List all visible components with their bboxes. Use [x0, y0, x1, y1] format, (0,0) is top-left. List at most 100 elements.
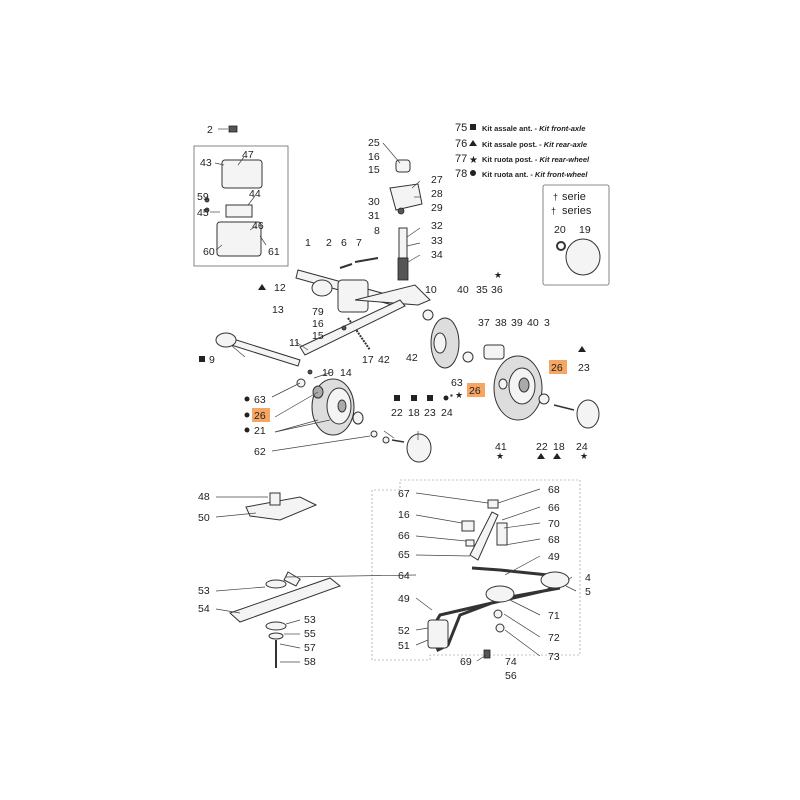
legend-text-76: Kit assale post. - Kit rear-axle [482, 140, 587, 149]
hubcap-icon [565, 238, 601, 276]
part-label: 21 [254, 425, 266, 437]
part-label: 72 [548, 632, 560, 644]
star-symbol-icon: ★ [580, 451, 588, 461]
series-part-20: 20 [554, 224, 566, 236]
dot-symbol-icon [470, 170, 476, 176]
part-label: 36 [491, 284, 503, 296]
part-labels: 2 47 43 59 45 44 46 60 61 25 16 15 27 28… [197, 124, 591, 682]
dot-symbol-icon [244, 412, 250, 418]
series-box: † serie † series 20 19 [542, 184, 610, 286]
svg-text:†: † [551, 206, 556, 216]
part-label: 29 [431, 202, 443, 214]
star-symbol-icon: ★ [496, 451, 504, 461]
part-label: 71 [548, 610, 560, 622]
part-label: 17 [362, 354, 374, 366]
part-label: 52 [398, 625, 410, 637]
legend-num-78: 78 [455, 168, 467, 180]
square-symbol-icon [394, 395, 400, 401]
part-label: 25 [368, 137, 380, 149]
part-label: 10 [322, 367, 334, 379]
part-label: 61 [268, 246, 280, 258]
part-label: 57 [304, 642, 316, 654]
part-label: 44 [249, 188, 261, 200]
part-label: 12 [274, 282, 286, 294]
part-label: 26 [254, 410, 266, 422]
part-label: 40 [527, 317, 539, 329]
part-label: 32 [431, 220, 443, 232]
part-label: 53 [304, 614, 316, 626]
part-label: 35 [476, 284, 488, 296]
part-label: 43 [200, 157, 212, 169]
part-label: 53 [198, 585, 210, 597]
washer-icon [556, 241, 566, 251]
part-label: 64 [398, 570, 410, 582]
part-label: 26 [469, 385, 481, 397]
part-label: 65 [398, 549, 410, 561]
part-label: 11 [289, 337, 300, 349]
part-label: 58 [304, 656, 316, 668]
part-label: 6 [341, 237, 347, 249]
part-label: 4 [585, 572, 591, 584]
square-symbol-icon [470, 124, 476, 130]
part-label: 30 [368, 196, 380, 208]
part-label: 1 [305, 237, 311, 249]
part-label: 55 [304, 628, 316, 640]
part-label: 66 [398, 530, 410, 542]
part-label: 56 [505, 670, 517, 682]
part-label: 24 [441, 407, 453, 419]
part-label: 18 [408, 407, 420, 419]
dot-symbol-icon [244, 427, 250, 433]
part-label: 49 [548, 551, 560, 563]
part-label: 24 [576, 441, 588, 453]
svg-text:▪: ▪ [450, 391, 453, 400]
star-symbol-icon: ★ [455, 390, 463, 400]
part-label: 50 [198, 512, 210, 524]
part-label: 62 [254, 446, 266, 458]
highlight-26-rightB [467, 383, 485, 397]
part-label: 68 [548, 534, 560, 546]
series-line-2: series [562, 205, 592, 217]
part-label: 15 [312, 330, 324, 342]
part-label: 28 [431, 188, 443, 200]
part-label: 13 [272, 304, 284, 316]
legend-num-77: 77 [455, 153, 467, 165]
part-label: 67 [398, 488, 410, 500]
engine-subassembly [193, 145, 289, 267]
svg-text:†: † [553, 192, 558, 202]
part-label: 45 [197, 207, 209, 219]
part-label: 42 [378, 354, 390, 366]
part-label: 8 [374, 225, 380, 237]
part-label: 14 [340, 367, 352, 379]
part-label: 70 [548, 518, 560, 530]
screw-2-top [218, 125, 238, 133]
part-label: 26 [551, 362, 563, 374]
part-label: 49 [398, 593, 410, 605]
rear-wheel-right [422, 309, 600, 429]
part-label: 63 [254, 394, 266, 406]
highlight-26-left [252, 408, 270, 422]
triangle-symbol-icon [469, 140, 477, 146]
legend-text-78: Kit ruota ant. - Kit front-wheel [482, 170, 588, 179]
series-part-19: 19 [579, 224, 591, 236]
part-label: 22 [536, 441, 548, 453]
part-label: 9 [209, 354, 215, 366]
front-wheel-leaders [231, 341, 419, 452]
height-adjust-assembly [382, 142, 423, 281]
kit-symbols: ★ ★ ★ ★ [199, 270, 588, 461]
part-label: 68 [548, 484, 560, 496]
front-wheel-left [311, 378, 432, 463]
square-symbol-icon [427, 395, 433, 401]
triangle-symbol-icon [553, 453, 561, 459]
part-label: 16 [398, 509, 410, 521]
part-label: 18 [553, 441, 565, 453]
triangle-symbol-icon [258, 284, 266, 290]
part-label: 39 [511, 317, 523, 329]
triangle-symbol-icon [578, 346, 586, 352]
part-label: 31 [368, 210, 380, 222]
part-label: 41 [495, 441, 507, 453]
square-symbol-icon [411, 395, 417, 401]
dot-symbol-icon [244, 396, 250, 402]
part-label: 34 [431, 249, 443, 261]
part-label: 37 [478, 317, 490, 329]
